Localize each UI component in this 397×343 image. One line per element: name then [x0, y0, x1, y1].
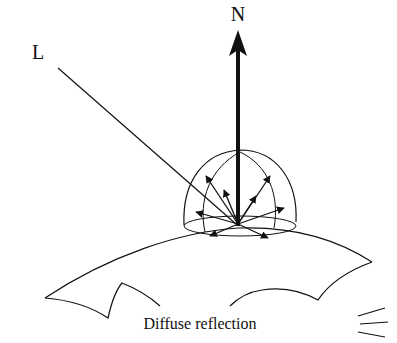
- hemisphere: [184, 150, 296, 225]
- scattered-rays: [196, 176, 284, 238]
- surface: [45, 228, 372, 298]
- surface-edge: [230, 262, 372, 306]
- normal-arrow: [236, 48, 240, 226]
- normal-arrowhead: [229, 30, 247, 56]
- incident-ray: [58, 68, 236, 224]
- light-strokes: [358, 308, 388, 337]
- surface-edge: [45, 283, 160, 318]
- light-label: L: [32, 42, 44, 62]
- normal-label: N: [231, 4, 245, 24]
- caption-label: Diffuse reflection: [144, 316, 257, 332]
